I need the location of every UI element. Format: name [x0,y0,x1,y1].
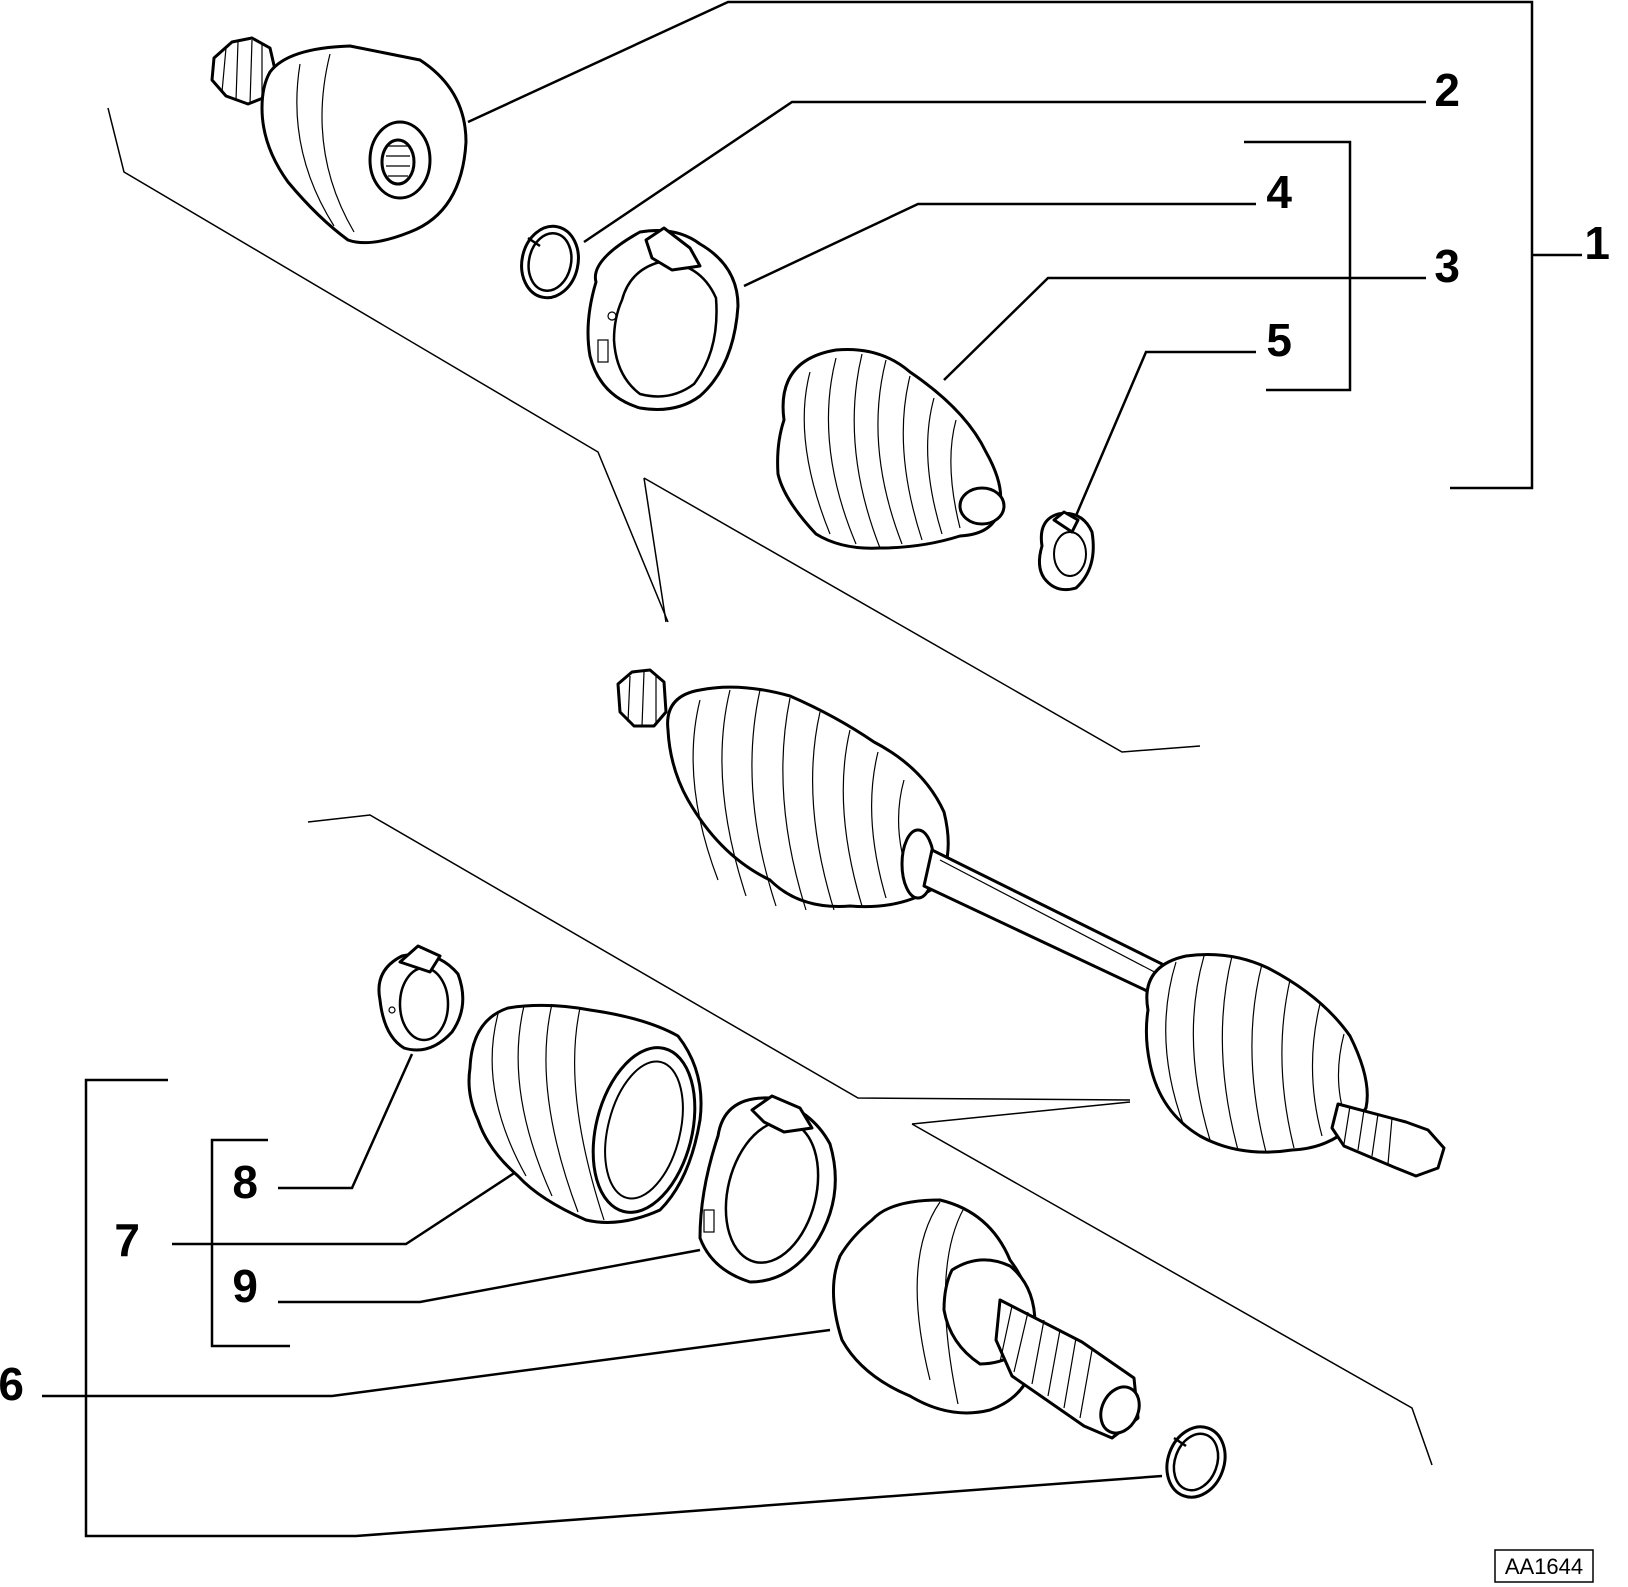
lower-bellows-boot [467,1003,703,1224]
upper-bellows-boot [776,348,1006,550]
assembled-driveshaft [616,668,1446,1178]
reference-code: AA1644 [1505,1554,1583,1579]
lower-large-boot-clamp [698,1094,837,1284]
callout-number-1: 1 [1584,217,1610,269]
reference-code-box: AA1644 [1494,1549,1594,1583]
inner-cv-joint-housing [210,36,468,245]
callout-number-2: 2 [1434,64,1460,116]
lower-small-boot-clamp [377,944,465,1052]
lower-circlip [1165,1425,1227,1499]
callout-number-3: 3 [1434,240,1460,292]
callout-number-8: 8 [232,1156,258,1208]
upper-large-boot-clamp [586,226,740,411]
callout-number-7: 7 [114,1214,140,1266]
callout-number-4: 4 [1266,166,1292,218]
upper-small-boot-clamp [1037,510,1095,592]
callout-number-9: 9 [232,1260,258,1312]
perspective-guide-lines [107,107,1433,1466]
callout-number-6: 6 [0,1358,24,1410]
callout-leaders [42,0,1582,1538]
outer-cv-joint [832,1198,1141,1440]
callout-number-5: 5 [1266,314,1292,366]
upper-circlip [520,224,580,300]
